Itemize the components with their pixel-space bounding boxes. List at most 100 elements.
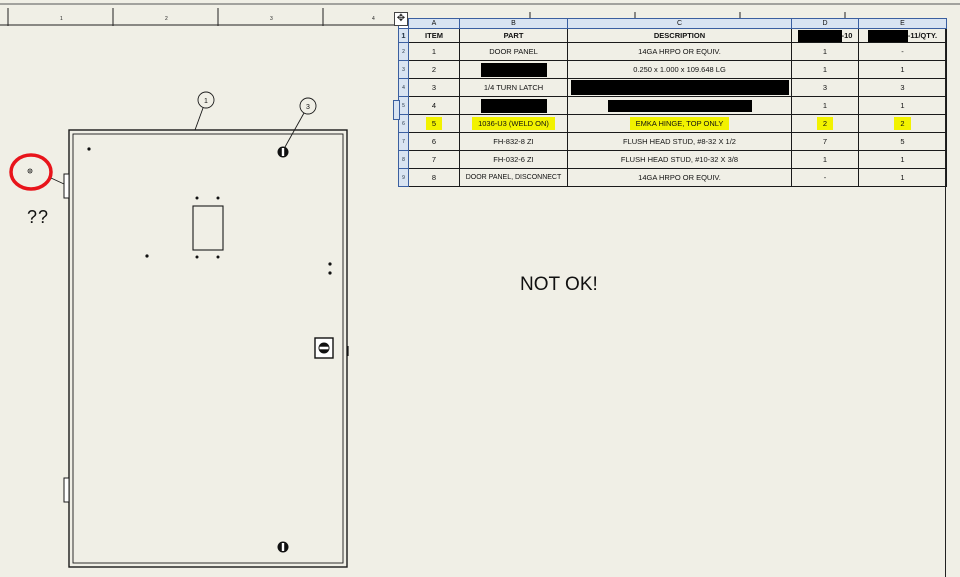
header-qty-b-label: -11/QTY. [907, 31, 938, 40]
cell-qty-a[interactable]: 2 [791, 114, 859, 133]
ruler-label: 1 [60, 16, 63, 22]
table-row-highlighted[interactable]: 6 5 1036-U3 (WELD ON) EMKA HINGE, TOP ON… [398, 114, 947, 133]
cell-qty-a[interactable]: - [791, 168, 859, 187]
cell-item[interactable]: 3 [408, 78, 460, 97]
hinge-top [63, 173, 70, 199]
cell-part[interactable]: FH-032-6 ZI [459, 150, 568, 169]
cell-qty-b[interactable]: 1 [858, 96, 947, 115]
row-number[interactable]: 9 [398, 168, 409, 187]
cell-item[interactable]: 1 [408, 42, 460, 61]
cell-qty-b[interactable]: 1 [858, 60, 947, 79]
cell-description[interactable]: 0.250 x 1.000 x 109.648 LG [567, 60, 792, 79]
cell-description[interactable]: 14GA HRPO OR EQUIV. [567, 42, 792, 61]
row-number[interactable]: 2 [398, 42, 409, 61]
ruler-label: 2 [165, 16, 168, 22]
table-row[interactable]: 7 6 FH-832-8 ZI FLUSH HEAD STUD, #8-32 X… [398, 132, 947, 151]
cell-qty-b[interactable]: 1 [858, 150, 947, 169]
column-letter[interactable]: E [858, 18, 947, 29]
row-number[interactable]: 3 [398, 60, 409, 79]
highlight-mark: 1036-U3 (WELD ON) [472, 117, 555, 130]
cell-item[interactable]: 2 [408, 60, 460, 79]
column-letter[interactable]: D [791, 18, 859, 29]
cell-qty-b[interactable]: - [858, 42, 947, 61]
redacted-block [867, 29, 908, 42]
hole [328, 262, 332, 266]
table-row[interactable]: 8 7 FH-032-6 ZI FLUSH HEAD STUD, #10-32 … [398, 150, 947, 169]
cell-part[interactable]: 1036-U3 (WELD ON) [459, 114, 568, 133]
balloon-label: 1 [204, 98, 208, 105]
row-number[interactable]: 4 [398, 78, 409, 97]
question-annotation: ?? [27, 207, 50, 227]
redacted-block [797, 29, 842, 42]
disconnect-handle [314, 337, 334, 359]
header-qty-a-label: -10 [841, 31, 853, 40]
cell-qty-a[interactable]: 1 [791, 96, 859, 115]
highlight-mark: 2 [894, 117, 911, 130]
table-row[interactable]: 4 3 1/4 TURN LATCH 3 3 [398, 78, 947, 97]
cell-description[interactable] [567, 78, 792, 97]
cell-qty-b[interactable]: 5 [858, 132, 947, 151]
cell-description[interactable]: FLUSH HEAD STUD, #10-32 X 3/8 [567, 150, 792, 169]
table-row[interactable]: 9 8 DOOR PANEL, DISCONNECT 14GA HRPO OR … [398, 168, 947, 187]
cell-item[interactable]: 8 [408, 168, 460, 187]
cell-description[interactable] [567, 96, 792, 115]
table-row[interactable]: 3 2 0.250 x 1.000 x 109.648 LG 1 1 [398, 60, 947, 79]
cell-part[interactable]: DOOR PANEL [459, 42, 568, 61]
balloon-1: 1 [194, 91, 215, 131]
cell-item[interactable]: 5 [408, 114, 460, 133]
move-arrows-icon[interactable]: ✥ [394, 12, 408, 26]
header-item[interactable]: ITEM [408, 28, 460, 43]
cell-qty-a[interactable]: 7 [791, 132, 859, 151]
column-letter[interactable]: C [567, 18, 792, 29]
table-row[interactable]: 5 4 1 1 [398, 96, 947, 115]
redacted-block [480, 62, 547, 77]
redacted-block [570, 80, 789, 95]
cell-item[interactable]: 4 [408, 96, 460, 115]
header-qty-a[interactable]: -10 [791, 28, 859, 43]
cell-part[interactable]: FH-832-8 ZI [459, 132, 568, 151]
column-letter[interactable]: B [459, 18, 568, 29]
row-number[interactable]: 8 [398, 150, 409, 169]
cell-description[interactable]: FLUSH HEAD STUD, #8-32 X 1/2 [567, 132, 792, 151]
table-row[interactable]: 2 1 DOOR PANEL 14GA HRPO OR EQUIV. 1 - [398, 42, 947, 61]
cell-item[interactable]: 7 [408, 150, 460, 169]
hole [87, 147, 91, 151]
row-number[interactable]: 5 [398, 96, 409, 115]
cell-qty-a[interactable]: 1 [791, 150, 859, 169]
column-letter[interactable]: A [408, 18, 460, 29]
header-qty-b[interactable]: -11/QTY. [858, 28, 947, 43]
cell-description[interactable]: 14GA HRPO OR EQUIV. [567, 168, 792, 187]
cell-part[interactable]: DOOR PANEL, DISCONNECT [459, 168, 568, 187]
header-part[interactable]: PART [459, 28, 568, 43]
hole [328, 271, 332, 275]
cell-qty-b[interactable]: 1 [858, 168, 947, 187]
hole [27, 168, 33, 174]
cell-qty-a[interactable]: 3 [791, 78, 859, 97]
cell-qty-b[interactable]: 3 [858, 78, 947, 97]
cell-description[interactable]: EMKA HINGE, TOP ONLY [567, 114, 792, 133]
header-description[interactable]: DESCRIPTION [567, 28, 792, 43]
cell-part[interactable]: 1/4 TURN LATCH [459, 78, 568, 97]
cell-part[interactable] [459, 60, 568, 79]
row-number[interactable]: 1 [398, 28, 409, 43]
table-side-handle[interactable] [393, 100, 400, 120]
ruler-label: 4 [372, 16, 375, 22]
cell-part[interactable] [459, 96, 568, 115]
highlight-mark: EMKA HINGE, TOP ONLY [629, 117, 730, 130]
cell-qty-b[interactable]: 2 [858, 114, 947, 133]
cell-qty-a[interactable]: 1 [791, 42, 859, 61]
hinge-bottom [63, 477, 70, 503]
latch-bottom [277, 541, 289, 553]
hole [145, 254, 149, 258]
door-panel-outline [68, 129, 348, 568]
row-number[interactable]: 7 [398, 132, 409, 151]
row-number[interactable]: 6 [398, 114, 409, 133]
balloon-3: 3 [284, 97, 317, 148]
cutout-opening [192, 205, 224, 251]
cell-qty-a[interactable]: 1 [791, 60, 859, 79]
bill-of-materials-table[interactable]: A B C D E 1 ITEM PART DESCRIPTION -10 -1… [398, 18, 947, 187]
cell-item[interactable]: 6 [408, 132, 460, 151]
latch-top [277, 146, 289, 158]
not-ok-annotation: NOT OK! [520, 274, 598, 295]
door-panel-drawing-view[interactable]: 1 3 [0, 26, 398, 577]
